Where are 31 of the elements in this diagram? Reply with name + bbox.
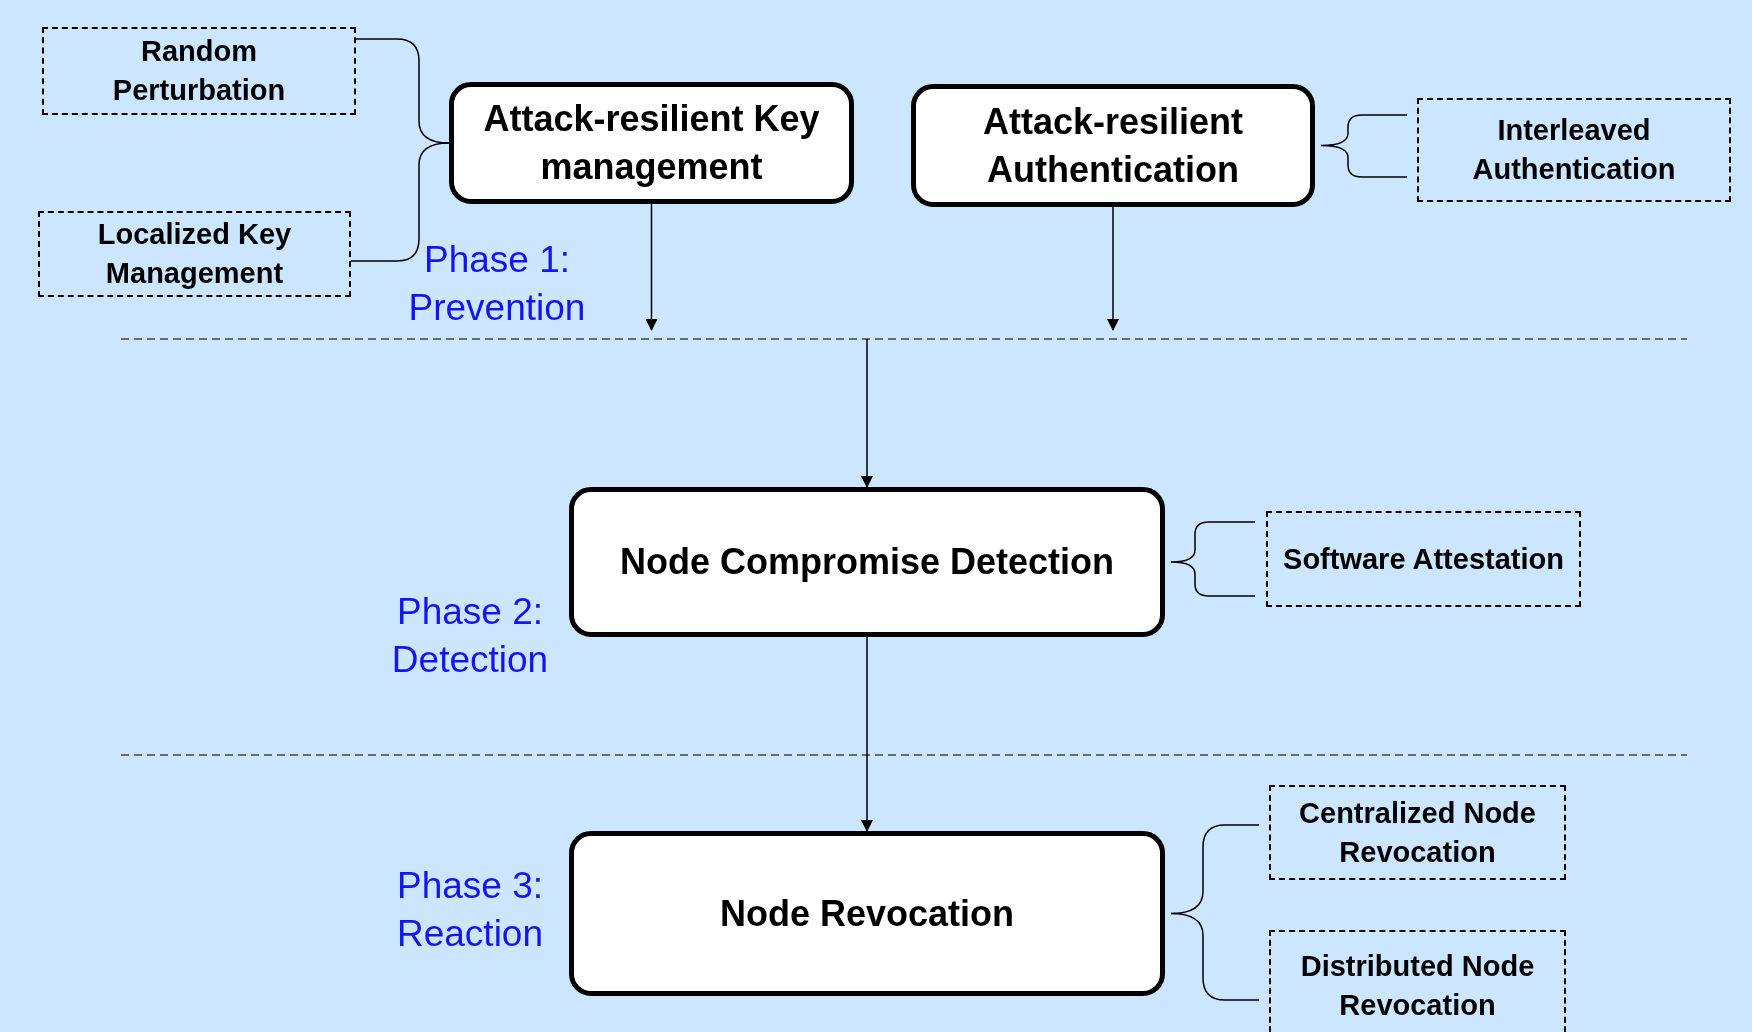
brace-connector <box>350 142 450 262</box>
node-label: Software Attestation <box>1283 541 1564 577</box>
method-box <box>1269 785 1566 880</box>
arrow <box>861 636 873 832</box>
method-box <box>38 211 351 297</box>
phase-label: Phase 1: Prevention <box>407 238 587 330</box>
arrow <box>861 338 873 488</box>
process-box <box>449 82 854 204</box>
phase-label: Phase 2: Detection <box>390 590 550 682</box>
phase-label: Phase 3: Reaction <box>395 864 545 956</box>
node-label: Centralized Node Revocation <box>1298 795 1537 870</box>
process-box <box>569 831 1165 996</box>
node-label: Random Perturbation <box>111 34 287 108</box>
method-box <box>1266 511 1581 607</box>
node-label: Attack-resilient Key management <box>482 97 821 189</box>
node-label: Attack-resilient Authentication <box>981 99 1245 192</box>
arrow <box>645 203 658 331</box>
node-label: Distributed Node Revocation <box>1299 949 1536 1023</box>
brace-connector <box>1170 912 1260 1001</box>
node-label: Node Compromise Detection <box>619 540 1115 584</box>
node-label: Interleaved Authentication <box>1471 113 1677 187</box>
arrow <box>1107 206 1119 331</box>
method-box <box>1269 930 1566 1032</box>
brace-connector <box>1170 521 1256 597</box>
process-box <box>911 84 1315 207</box>
method-box <box>42 27 356 115</box>
process-box <box>569 487 1165 637</box>
brace-connector <box>1320 114 1408 178</box>
node-label: Localized Key Management <box>96 217 293 291</box>
node-label: Node Revocation <box>719 891 1014 936</box>
method-box <box>1417 98 1731 202</box>
